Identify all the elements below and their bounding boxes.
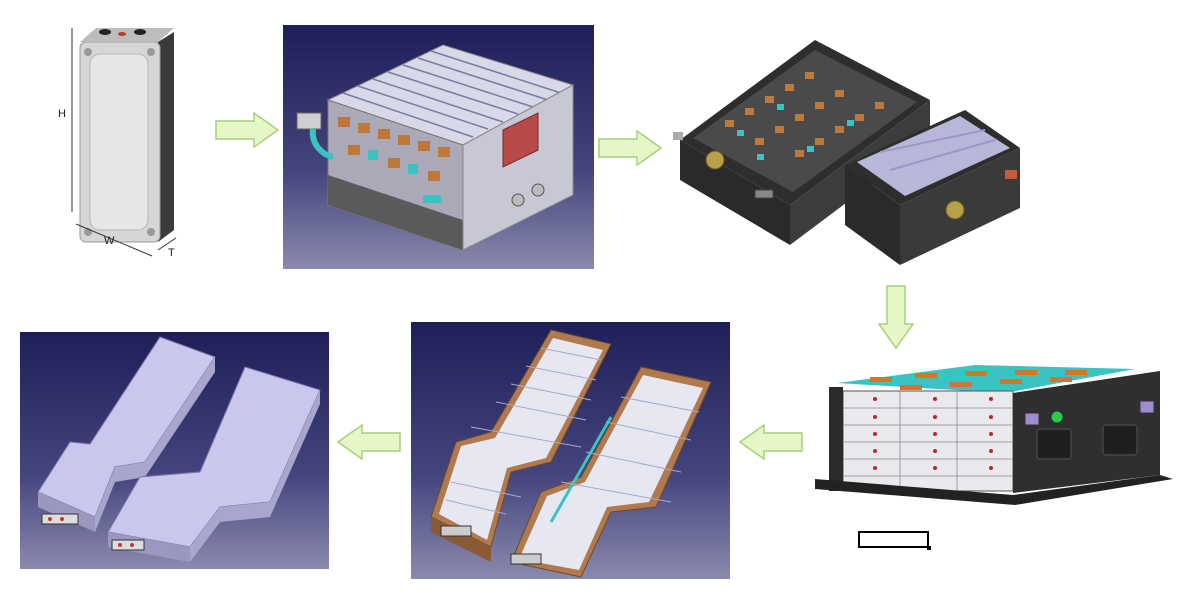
mount-hole	[147, 48, 155, 56]
pack-pair-render	[665, 30, 1035, 282]
dimension-line-w	[75, 223, 153, 257]
dimension-label-w: W	[104, 235, 115, 247]
module-bottom-plate	[328, 175, 463, 250]
cell-top-face	[80, 28, 174, 42]
module-connector	[296, 112, 322, 130]
terminal-positive	[99, 29, 111, 35]
pack-assembled-render	[815, 355, 1173, 505]
dimension-label-t: T	[168, 247, 175, 259]
closed-pack-front	[845, 165, 900, 265]
mount-hole	[147, 228, 155, 236]
vent-valve	[118, 32, 126, 36]
arrow-left-icon	[738, 424, 803, 460]
dimension-label-h: H	[58, 108, 66, 120]
closed-pack-lid	[857, 116, 1010, 196]
cell-illustration	[71, 28, 177, 257]
arrow-down-icon	[878, 285, 914, 350]
blank-label-box	[858, 531, 929, 548]
arrow-right-icon	[215, 112, 280, 148]
tray-closed-render	[20, 332, 329, 569]
module-illustration	[296, 44, 575, 251]
tray-open-illustration	[430, 329, 712, 578]
pack-assembled-illustration	[815, 365, 1173, 505]
left-tray-modules	[439, 338, 603, 540]
cell-side-face	[158, 32, 174, 242]
mount-hole	[84, 48, 92, 56]
cell-drawing	[50, 10, 190, 260]
pack-base	[815, 475, 1173, 505]
right-tray-modules	[519, 375, 703, 570]
dimension-line-t	[157, 237, 177, 251]
arrow-right-icon	[598, 130, 663, 166]
pack-enclosure-side	[1013, 371, 1160, 493]
tray-closed-illustration	[37, 336, 321, 562]
pack-left-plate	[829, 387, 843, 491]
arrow-left-icon	[336, 424, 401, 460]
open-pack-front	[680, 140, 790, 245]
cell-front-recess	[89, 53, 149, 231]
tray-open-render	[411, 322, 730, 579]
module-end-plate	[462, 84, 574, 251]
module-end-label	[502, 112, 539, 168]
terminal-negative	[134, 29, 146, 35]
module-render	[283, 25, 594, 269]
pack-pair-illustration	[673, 40, 1020, 265]
open-pack-interior	[693, 50, 917, 192]
blank-label-box-marker	[927, 546, 931, 550]
